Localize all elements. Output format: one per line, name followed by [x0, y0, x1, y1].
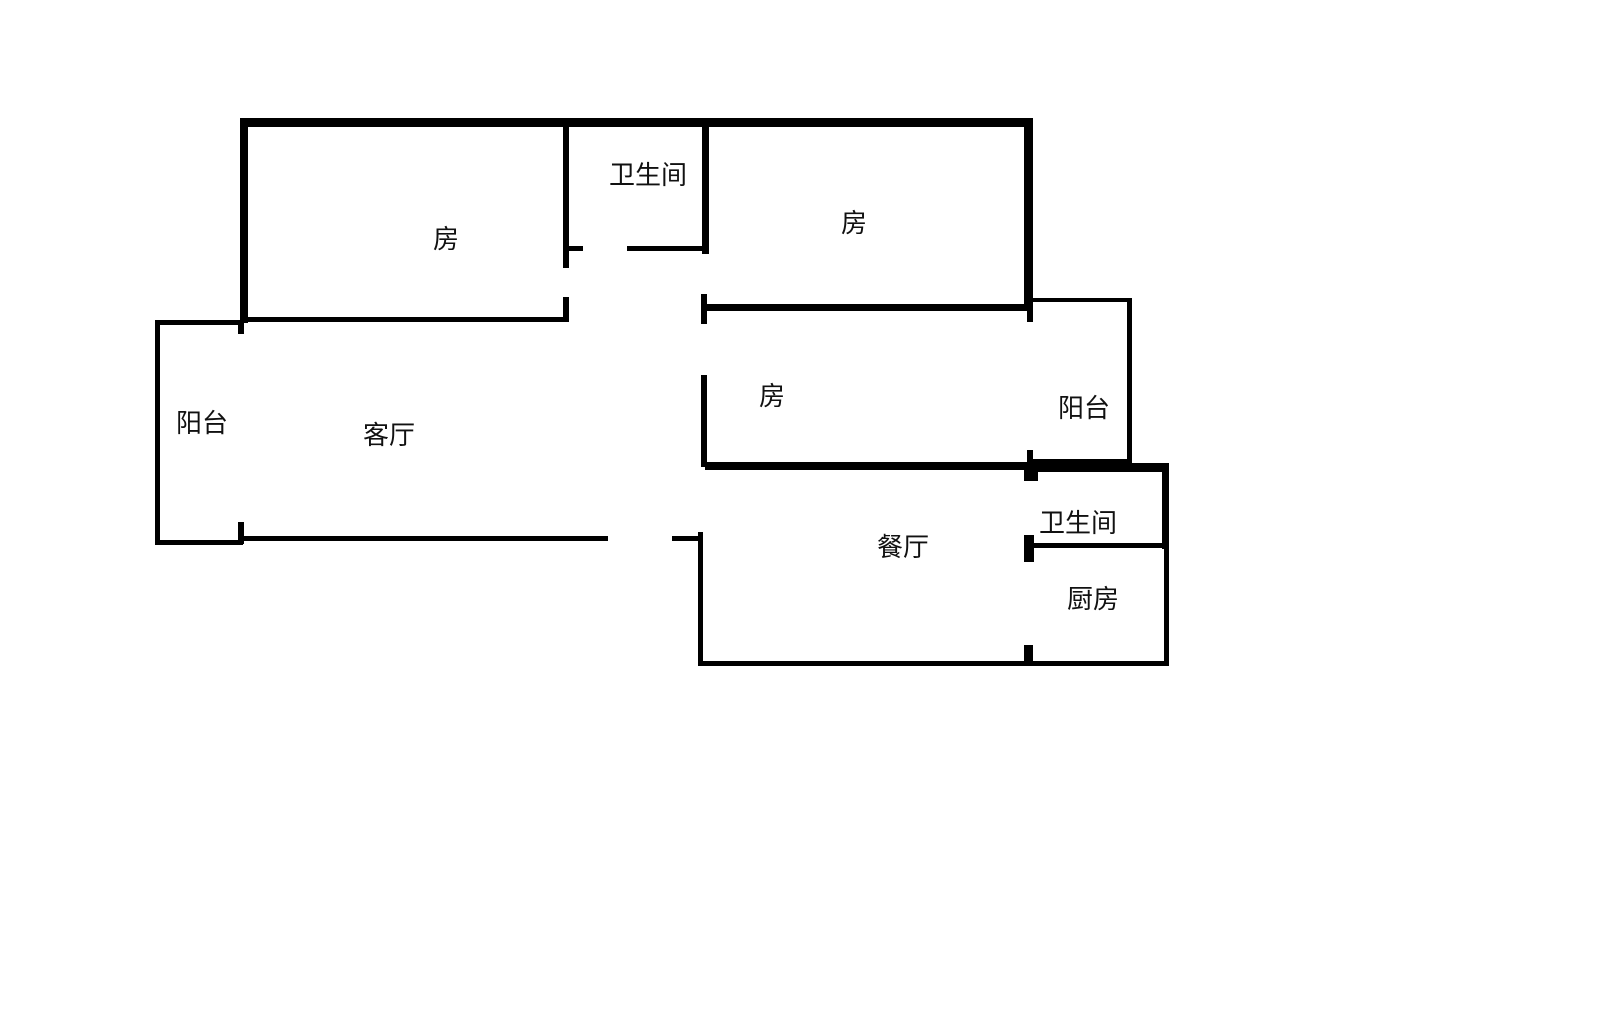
wall-bath-bottom-right — [627, 246, 709, 251]
wall-balcony-left-post-top — [238, 320, 244, 334]
wall-balcony-left-top — [155, 320, 243, 325]
room-label-balcony-right: 阳台 — [1057, 394, 1111, 424]
wall-kitchen-post — [1024, 645, 1033, 665]
room-label-kitchen: 厨房 — [1066, 585, 1120, 615]
room-label-bathroom-lower: 卫生间 — [1038, 509, 1118, 539]
wall-bedroom-middle-left — [701, 375, 707, 467]
wall-bedroom-middle-bottom — [705, 462, 1035, 470]
room-label-bedroom-top-right: 房 — [840, 209, 868, 239]
room-label-living-room: 客厅 — [362, 421, 416, 451]
wall-balcony-left-post-bottom — [238, 522, 244, 544]
wall-dining-bottom — [698, 661, 1030, 666]
wall-bedroom-left — [240, 118, 248, 323]
wall-balcony-left-bottom — [155, 540, 243, 545]
wall-bedroom-bath-divider — [563, 122, 569, 268]
wall-bath-lower-post-bottom — [1024, 535, 1034, 562]
wall-bath-lower-right — [1162, 463, 1169, 549]
room-label-bathroom-top: 卫生间 — [608, 161, 688, 191]
wall-dining-left — [698, 532, 703, 666]
wall-kitchen-bottom — [1024, 661, 1169, 666]
wall-balcony-right-outer — [1127, 298, 1132, 464]
wall-balcony-right-bottom — [1030, 459, 1132, 463]
wall-bedroom-bath-divider-lower — [563, 297, 569, 322]
wall-bath-lower-post-top — [1024, 462, 1038, 481]
wall-balcony-right-top — [1030, 298, 1131, 302]
wall-balcony-left-outer — [155, 320, 160, 545]
wall-living-bottom-stub — [672, 536, 702, 541]
wall-bedroom-right-bottom — [705, 304, 1033, 311]
wall-balcony-right-post-lower — [1027, 450, 1033, 468]
wall-bedroom-right-outer — [1024, 118, 1033, 310]
wall-bath-lower-bottom — [1030, 543, 1169, 548]
wall-bath-lower-top — [1030, 463, 1169, 472]
room-label-bedroom-middle: 房 — [758, 382, 786, 412]
room-label-dining-room: 餐厅 — [876, 533, 930, 563]
wall-top-outer — [240, 118, 1032, 127]
wall-bedroom-left-bottom — [240, 317, 569, 322]
room-label-bedroom-top-left: 房 — [432, 225, 460, 255]
wall-bath-bottom-left — [563, 246, 583, 251]
wall-kitchen-right — [1164, 545, 1169, 666]
wall-living-bottom — [240, 536, 608, 541]
room-label-balcony-left: 阳台 — [175, 409, 229, 439]
wall-balcony-right-post — [1027, 308, 1033, 322]
wall-bath-right-divider — [702, 122, 709, 254]
wall-bedroom-middle-left-top — [701, 294, 707, 324]
